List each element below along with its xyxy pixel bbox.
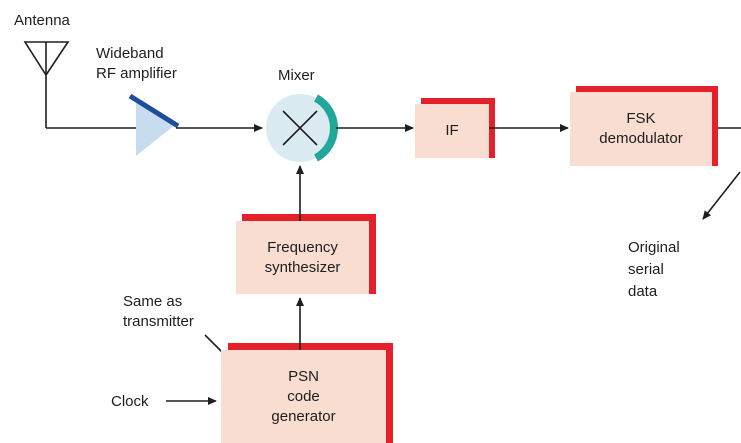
antenna-icon — [23, 41, 70, 128]
antenna-label: Antenna — [14, 12, 70, 29]
frequency-synthesizer-block: Frequency synthesizer — [236, 221, 369, 294]
rf-amplifier-icon — [128, 93, 180, 156]
original-serial-data-label: Original serial data — [628, 239, 680, 300]
if-block: IF — [415, 104, 489, 158]
fsk-demodulator-block: FSK demodulator — [570, 92, 712, 166]
output-pointer-arrow — [702, 171, 741, 220]
same-as-transmitter-label: Same as transmitter — [123, 293, 194, 330]
clock-label: Clock — [111, 393, 149, 410]
rf-amplifier-label: Wideband RF amplifier — [96, 45, 177, 82]
mixer-icon — [266, 94, 338, 162]
psn-code-generator-block: PSN code generator — [221, 350, 386, 443]
mixer-label: Mixer — [278, 67, 315, 84]
